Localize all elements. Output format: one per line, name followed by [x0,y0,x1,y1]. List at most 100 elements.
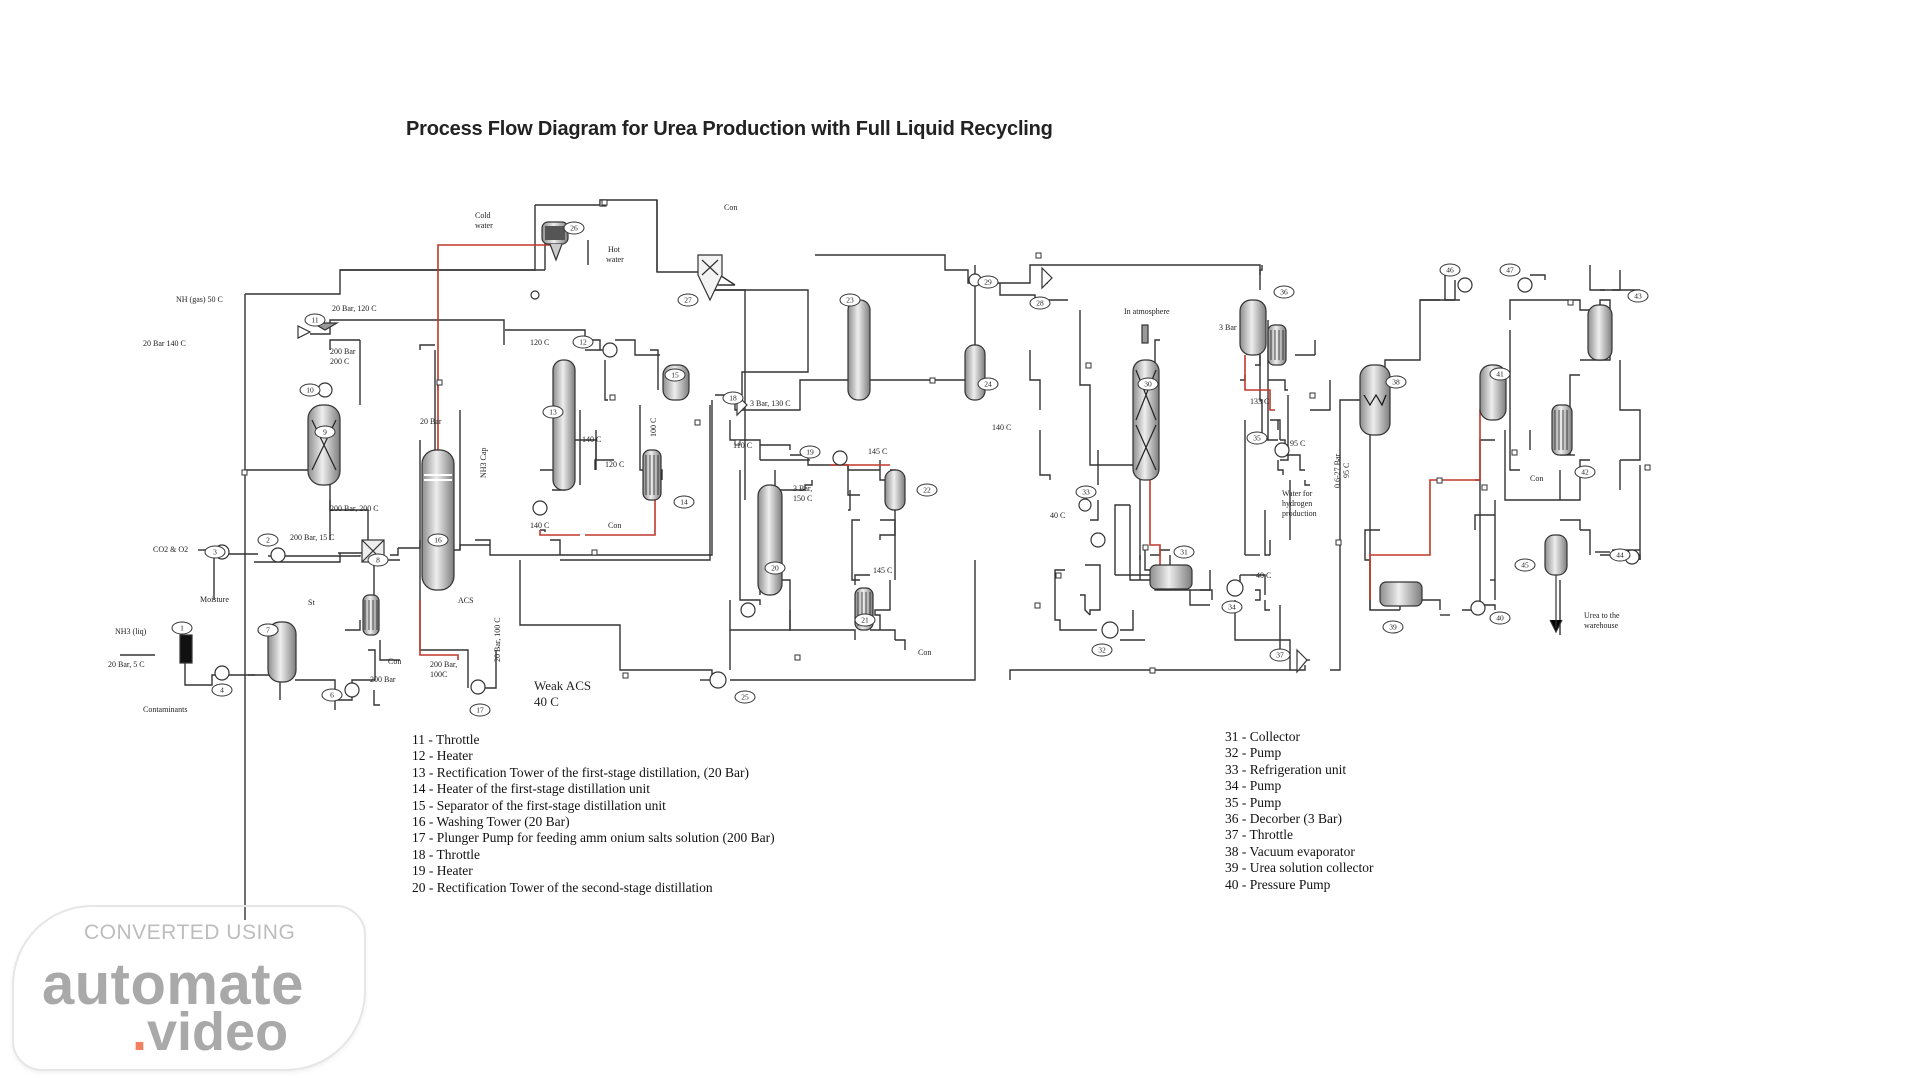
unit-tag-31: 31 [1173,545,1195,559]
unit-tag-11: 11 [304,313,326,327]
pumps-valves [214,266,1640,698]
label-cold-water-2: water [475,221,493,230]
legend-item: 31 - Collector [1225,729,1300,744]
unit-tag-44: 44 [1609,548,1631,562]
unit-tag-24: 24 [977,377,999,391]
label-133c: 133 C [1250,397,1269,406]
unit-tag-label: 38 [1392,378,1400,387]
vacuum-evaporator-38 [1359,364,1391,436]
tank-7 [267,621,297,683]
label-100c-vert: 100 C [649,418,658,437]
unit-tag-label: 18 [729,394,737,403]
legend-item: 12 - Heater [412,748,473,764]
unit-tag-32: 32 [1091,643,1113,657]
label-contaminants: Contaminants [143,705,187,714]
label-bar3: 3 Bar [1219,323,1237,332]
legend-item: 15 - Separator of the first-stage distil… [412,797,666,813]
unit-tag-label: 4 [220,686,224,695]
legend-item: 39 - Urea solution collector [1225,860,1374,876]
legend-item: 37 - Throttle [1225,827,1293,843]
legend-item: 17 - Plunger Pump for feeding amm onium … [412,830,775,846]
unit-tag-8: 8 [367,553,389,567]
legend-item: 18 - Throttle [412,846,480,862]
legend-item: 38 - Vacuum evaporator [1225,843,1355,859]
decorber-36 [1239,299,1267,356]
label-bar200-top-1: 200 Bar [330,347,356,356]
label-vac-1: 0.6-27 Bar [1333,453,1342,488]
label-con-left: Con [388,657,401,666]
rectification-tower-13 [552,359,576,491]
unit-tag-label: 10 [306,386,314,395]
label-140c-b: 140 C [530,521,549,530]
diagram-labels: Cold water Hot water Con NH (gas) 50 C 2… [108,203,1620,714]
label-bar3-150-2: 150 C [793,494,812,503]
label-nh3-gas: NH (gas) 50 C [176,295,223,304]
unit-tag-label: 44 [1616,551,1624,560]
legend-item: 40 - Pressure Pump [1225,876,1331,892]
label-bar20-120: 20 Bar, 120 C [332,304,377,313]
legend-item: 16 - Washing Tower (20 Bar) [412,814,570,830]
unit-tag-46: 46 [1439,263,1461,277]
badge-line2: automate [42,952,304,1017]
unit-tag-label: 46 [1446,266,1454,275]
unit-tag-label: 12 [579,338,587,347]
badge-line1: CONVERTED USING [84,921,296,944]
label-bar3-130: 3 Bar, 130 C [750,399,791,408]
unit-tag-9: 9 [314,425,336,439]
unit-tag-6: 6 [321,688,343,702]
unit-tag-label: 16 [434,536,442,545]
label-140c-a: 140 C [582,435,601,444]
unit-tag-40: 40 [1489,611,1511,625]
badge-line3-text: video [147,1002,289,1062]
unit-tag-19: 19 [799,445,821,459]
unit-tag-33: 33 [1075,485,1097,499]
label-st: St [308,598,315,607]
label-acs: ACS [458,596,474,605]
unit-tag-42: 42 [1574,465,1596,479]
unit-tag-label: 20 [771,564,779,573]
unit-tag-41: 41 [1489,367,1511,381]
unit-tag-26: 26 [563,221,585,235]
unit-tag-35: 35 [1246,431,1268,445]
label-weak-acs-2: 40 C [534,694,559,709]
unit-tag-label: 27 [684,296,692,305]
unit-tag-29: 29 [977,275,999,289]
label-120c-b: 120 C [605,460,624,469]
label-urea-2: warehouse [1584,621,1619,630]
unit-tag-2: 2 [257,533,279,547]
hot-lines [419,244,1500,660]
legend-item: 33 - Refrigeration unit [1225,761,1347,777]
label-urea-1: Urea to the [1584,611,1620,620]
label-water-2: hydrogen [1282,499,1312,508]
unit-tag-label: 32 [1098,646,1106,655]
unit-tag-3: 3 [204,545,226,559]
label-bar3-150-1: 3 Bar, [793,484,812,493]
unit-tag-16: 16 [427,533,449,547]
badge-line3: .video [132,1001,288,1063]
label-bar200-100-2: 100C [430,670,447,679]
unit-tag-label: 1 [180,624,184,633]
unit-tag-4: 4 [211,683,233,697]
label-120c-a: 120 C [530,338,549,347]
unit-tag-10: 10 [299,383,321,397]
unit-tag-1: 1 [171,621,193,635]
label-hot-water: Hot [608,245,621,254]
legend-item: 19 - Heater [412,863,473,879]
label-bar200: 200 Bar [370,675,396,684]
label-moisture: Moisture [200,595,229,604]
label-bar20-140: 20 Bar 140 C [143,339,186,348]
label-95c: 95 C [1290,439,1305,448]
label-40c-b: 40 C [1256,571,1271,580]
legend-item: 11 - Throttle [412,732,480,747]
unit-tag-label: 42 [1581,468,1589,477]
label-110c: 110 C [733,441,752,450]
unit-tag-14: 14 [673,495,695,509]
column-23 [847,299,871,401]
unit-tag-label: 11 [311,316,318,325]
unit-tag-label: 47 [1506,266,1514,275]
unit-tag-label: 29 [984,278,992,287]
unit-tag-13: 13 [542,405,564,419]
unit-tags: 1234567891011121314151617181920212223242… [171,221,1649,717]
unit-tag-17: 17 [469,703,491,717]
